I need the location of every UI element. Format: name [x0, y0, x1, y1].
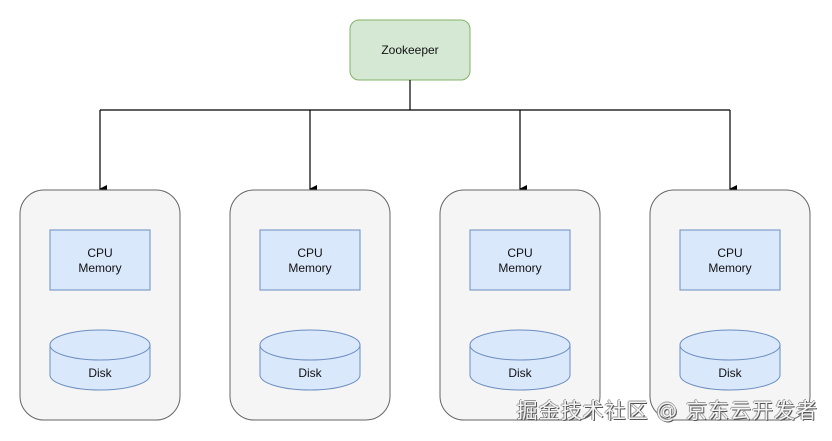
- cpu-memory-box: CPU Memory: [679, 229, 781, 291]
- memory-label: Memory: [498, 261, 541, 275]
- cpu-label: CPU: [717, 246, 742, 260]
- disk-cylinder-icon: Disk: [259, 329, 361, 391]
- cpu-label: CPU: [297, 246, 322, 260]
- cpu-label: CPU: [507, 246, 532, 260]
- zookeeper-node[interactable]: Zookeeper: [349, 19, 471, 81]
- cpu-memory-box: CPU Memory: [49, 229, 151, 291]
- cpu-memory-box: CPU Memory: [259, 229, 361, 291]
- disk-label: Disk: [718, 366, 742, 380]
- server-node-3[interactable]: CPU Memory Disk: [439, 189, 601, 421]
- server-node-2[interactable]: CPU Memory Disk: [229, 189, 391, 421]
- edges: [99, 80, 737, 193]
- memory-label: Memory: [288, 261, 331, 275]
- disk-cylinder-icon: Disk: [469, 329, 571, 391]
- server-node-1[interactable]: CPU Memory Disk: [19, 189, 181, 421]
- disk-label: Disk: [298, 366, 322, 380]
- disk-label: Disk: [88, 366, 112, 380]
- memory-label: Memory: [78, 261, 121, 275]
- disk-cylinder-icon: Disk: [49, 329, 151, 391]
- watermark: 掘金技术社区 @ 京东云开发者: [516, 399, 818, 423]
- server-node-4[interactable]: CPU Memory Disk: [649, 189, 811, 421]
- zookeeper-label: Zookeeper: [381, 43, 438, 57]
- disk-cylinder-icon: Disk: [679, 329, 781, 391]
- cpu-label: CPU: [87, 246, 112, 260]
- disk-label: Disk: [508, 366, 532, 380]
- cpu-memory-box: CPU Memory: [469, 229, 571, 291]
- memory-label: Memory: [708, 261, 751, 275]
